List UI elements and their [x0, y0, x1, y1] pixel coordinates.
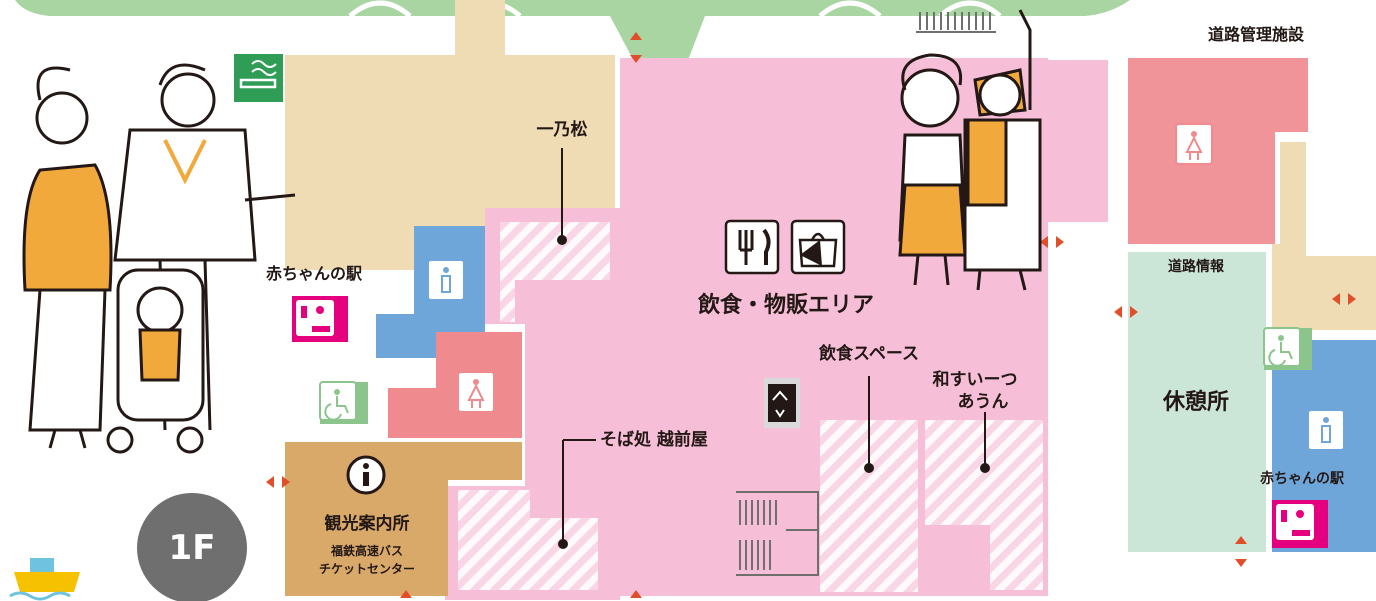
bus-label-line2: チケットセンター: [318, 562, 416, 576]
food-court-floor-annex: [1048, 60, 1108, 220]
soba-label: そば処 越前屋: [600, 430, 708, 450]
ichinomatsu-zone: [500, 222, 610, 322]
baby-care-icon: [292, 296, 348, 342]
entrance-arrows: [266, 32, 1356, 598]
food-area-label: 飲食・物販エリア: [697, 293, 875, 318]
family-illustration: [22, 63, 296, 454]
tourist-info-label: 観光案内所: [324, 514, 410, 534]
wasui-label-line2: あうん: [957, 392, 1009, 412]
bus-label-line1: 福鉄高速バス: [330, 544, 404, 558]
smoking-area-icon: [234, 54, 283, 102]
mens-restroom-icon: [427, 259, 465, 301]
baby-station-left-label: 赤ちゃんの駅: [265, 264, 363, 283]
accessible-restroom-icon: [319, 381, 368, 424]
beige-area: [285, 0, 615, 270]
soba-zone: [458, 490, 598, 590]
elderly-couple-illustration: [898, 9, 1042, 291]
baby-care-icon-right: [1272, 500, 1328, 548]
right-beige-area: [1272, 142, 1376, 330]
rest-area: [1128, 252, 1266, 552]
wasui-zone: [925, 420, 1043, 590]
wasui-label-line1: 和すいーつ: [932, 370, 1018, 390]
mens-restroom-icon-right: [1307, 409, 1345, 451]
ichinomatsu-label: 一乃松: [536, 120, 588, 140]
road-management-area: [1128, 58, 1308, 244]
rest-area-label: 休憩所: [1162, 390, 1230, 415]
womens-restroom-icon-right: [1175, 123, 1213, 165]
leader-lines: [557, 148, 990, 549]
stairs-icon: [736, 491, 819, 576]
accessible-restroom-icon-right: [1263, 327, 1312, 370]
ship-icon: [9, 558, 80, 601]
tourist-info-area: [285, 442, 522, 596]
baby-station-right-label: 赤ちゃんの駅: [1260, 471, 1344, 487]
restaurant-icon: [724, 219, 780, 275]
eating-space-label: 飲食スペース: [819, 344, 919, 364]
womens-restroom-icon: [457, 371, 495, 413]
elevator-icon: [764, 378, 800, 428]
stairs-top-icon: [916, 12, 996, 33]
info-icon: [346, 455, 386, 495]
floor-badge: 1F: [137, 493, 247, 601]
road-info-label: 道路情報: [1168, 259, 1224, 275]
road-management-label: 道路管理施設: [1207, 25, 1305, 44]
shopping-icon: [790, 219, 846, 275]
